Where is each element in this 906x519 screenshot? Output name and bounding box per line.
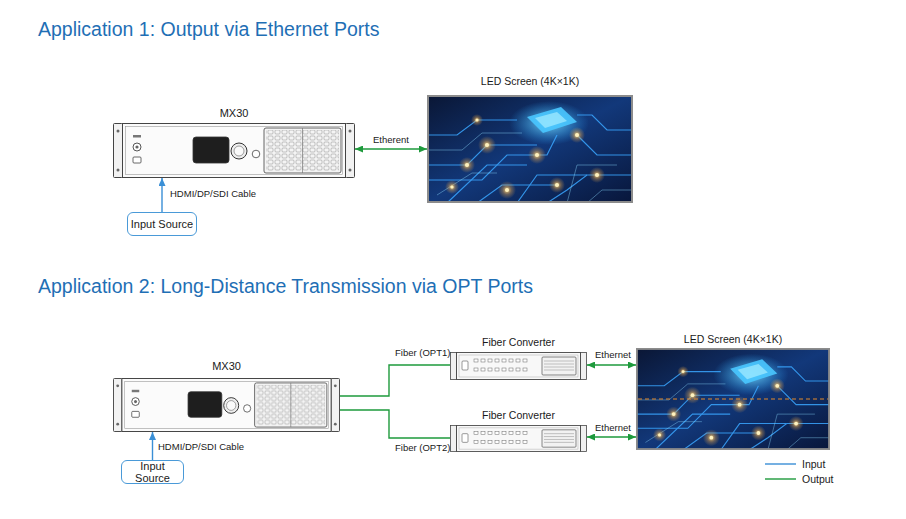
led-screen-node: LED Screen (4K×1K): [636, 332, 830, 450]
connector-label: Fiber (OPT1): [395, 347, 450, 359]
connector-label: Etherent: [373, 134, 409, 146]
section-heading: Application 1: Output via Ethernet Ports: [38, 17, 379, 41]
legend-text: Input: [802, 457, 825, 471]
output-cable: [587, 364, 636, 365]
node-heading: Fiber Converter: [430, 408, 607, 423]
input-source-box: Input Source: [121, 460, 184, 484]
output-cable: [587, 436, 636, 437]
fiber-converter-node: Fiber Converter: [450, 408, 587, 452]
converter-device: [451, 425, 587, 451]
node-heading: LED Screen (4K×1K): [616, 332, 850, 347]
processor-device: [114, 124, 355, 178]
input-cable: [161, 178, 162, 212]
connector-label: HDMI/DP/SDI Cable: [170, 188, 256, 200]
processor-node: MX30: [113, 359, 340, 432]
processor-node: MX30: [113, 106, 355, 178]
input-cable: [152, 432, 153, 460]
node-heading: MX30: [93, 106, 375, 121]
legend-text: Output: [802, 472, 834, 486]
led-screen-image: [636, 348, 830, 450]
input-source-box: Input Source: [127, 212, 197, 236]
connector-label: Fiber (OPT2): [395, 442, 450, 454]
connector-label: Ethernet: [595, 349, 631, 361]
output-cable: [340, 365, 450, 396]
led-screen-node: LED Screen (4K×1K): [427, 74, 633, 203]
split-line: [638, 398, 828, 399]
node-heading: LED Screen (4K×1K): [407, 74, 653, 89]
legend-sample: [765, 463, 796, 464]
node-heading: MX30: [93, 359, 360, 374]
connector-label: Ethernet: [595, 422, 631, 434]
fiber-converter-node: Fiber Converter: [450, 335, 587, 380]
led-screen-image: [427, 95, 633, 203]
section-heading: Application 2: Long-Distance Transmissio…: [38, 274, 533, 298]
node-text: Input Source: [122, 460, 183, 484]
processor-device: [113, 378, 339, 431]
output-cable: [340, 410, 450, 438]
node-heading: Fiber Converter: [430, 335, 607, 350]
legend-sample: [765, 478, 796, 479]
converter-device: [451, 353, 587, 380]
node-text: Input Source: [131, 218, 193, 230]
connector-label: HDMI/DP/SDI Cable: [158, 441, 244, 453]
output-cable: [355, 148, 427, 149]
